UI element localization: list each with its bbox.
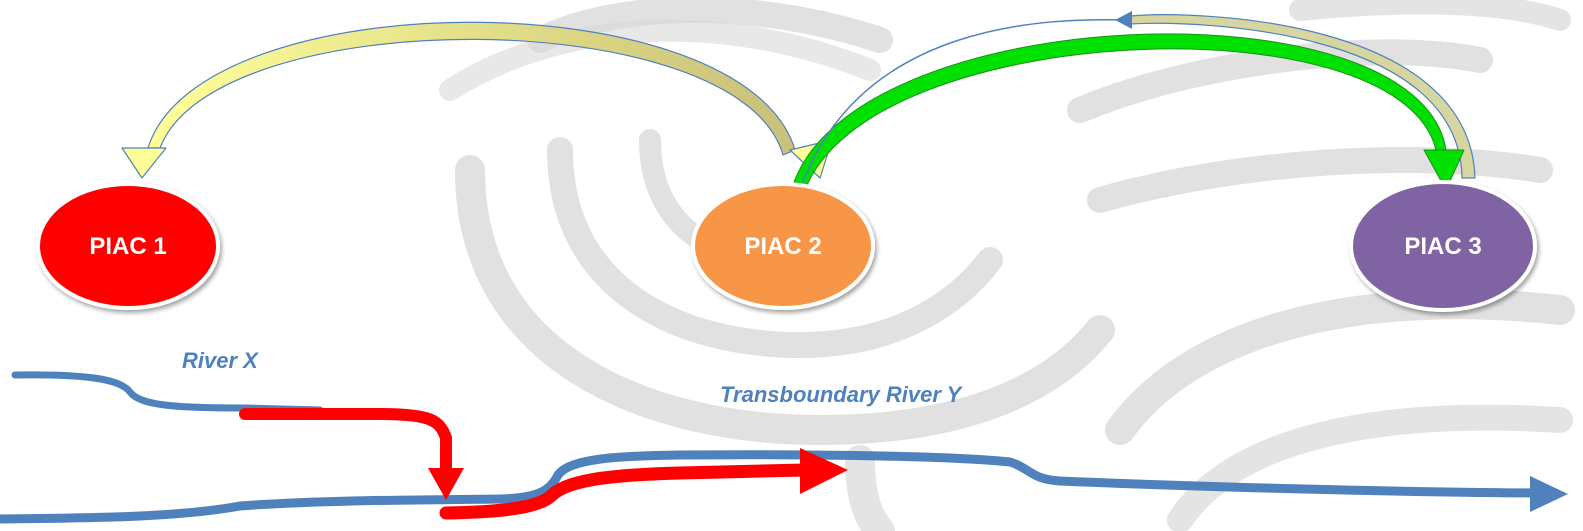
piac-1-label: PIAC 1	[89, 233, 166, 260]
river-y-line	[0, 450, 1540, 524]
watermark-arc-2	[547, 137, 1003, 359]
watermark-arc-11	[845, 445, 895, 531]
river-y-label: Transboundary River Y	[720, 382, 964, 407]
red-flow-river-x	[239, 408, 452, 474]
piac-1-node: PIAC 1	[36, 182, 220, 310]
green-arrowhead-piac3	[1423, 149, 1465, 191]
rivers	[0, 371, 1568, 524]
river-x-label: River X	[182, 348, 259, 373]
yellow-arrowhead-piac1	[121, 147, 167, 179]
river-y-arrowhead	[1530, 476, 1568, 512]
red-flow	[239, 408, 848, 520]
red-flow-river-y	[439, 463, 812, 520]
piac-2-ellipse	[691, 182, 875, 310]
piac-2-node: PIAC 2	[691, 182, 875, 310]
connections	[121, 11, 1476, 191]
watermark-arc-4	[527, 0, 893, 53]
piac-1-ellipse	[36, 182, 220, 310]
red-flow-arrowhead-right	[800, 448, 848, 494]
watermark-arc-9	[1167, 404, 1573, 531]
river-x-line	[11, 371, 324, 414]
piac-3-node: PIAC 3	[1349, 180, 1537, 312]
piac-2-label: PIAC 2	[744, 233, 821, 260]
watermark-arc-5	[439, 19, 881, 101]
watermark-arc-10	[1289, 0, 1571, 31]
watermark-arc-7	[1087, 147, 1553, 213]
red-flow-arrowhead-down	[428, 468, 464, 500]
piac-3-label: PIAC 3	[1404, 233, 1481, 260]
watermark-arc-1	[455, 155, 1115, 446]
blue-thin-arrow-piac2	[799, 18, 1131, 191]
piac-3-ellipse	[1349, 180, 1537, 312]
